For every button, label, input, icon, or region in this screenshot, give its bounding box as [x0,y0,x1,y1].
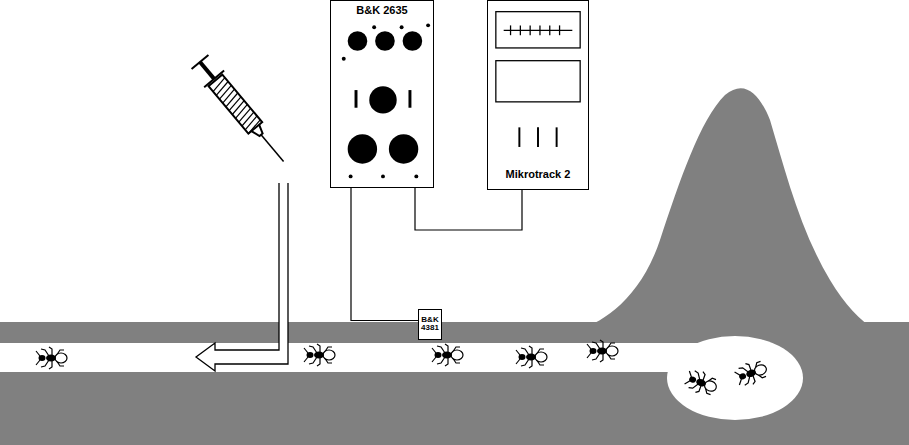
recorder-panel [488,1,588,189]
recorder-box: Mikrotrack 2 [487,0,589,190]
sensor-box: B&K 4381 [418,309,442,340]
device-label: B&K 4381 [419,316,441,334]
device-label: B&K 2635 [331,4,433,16]
signal-cable [351,188,418,321]
control-panel [331,1,433,187]
amplifier-box: B&K 2635 [330,0,434,188]
signal-cable [415,188,522,230]
device-label: Mikrotrack 2 [488,168,588,180]
